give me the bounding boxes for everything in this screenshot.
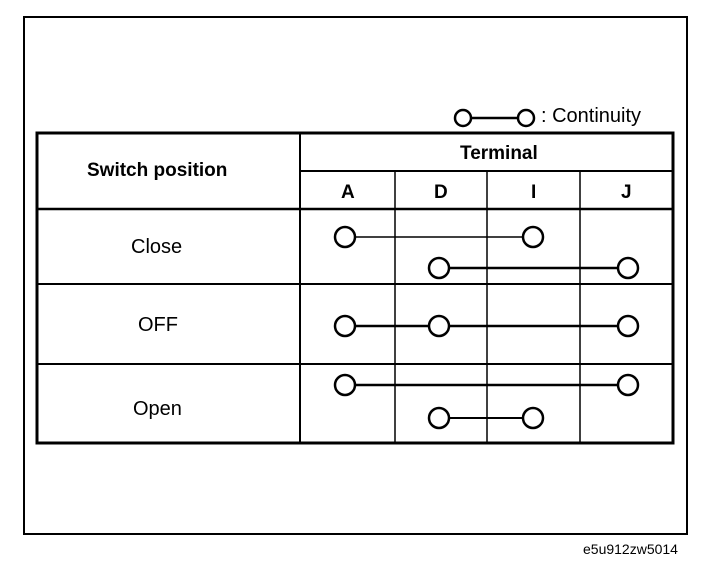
terminal-node-open-j — [616, 373, 640, 397]
figure-code-caption: e5u912zw5014 — [583, 541, 678, 557]
terminal-node-open-d — [427, 406, 451, 430]
diagram-frame — [23, 16, 688, 535]
terminal-node-open-a — [333, 373, 357, 397]
row-label-off: OFF — [138, 314, 178, 336]
terminal-node-off-j — [616, 314, 640, 338]
terminal-label-a: A — [341, 182, 355, 203]
col-header-terminal: Terminal — [460, 143, 538, 164]
table-grid — [35, 131, 675, 445]
terminal-node-off-a — [333, 314, 357, 338]
terminal-node-close-j — [616, 256, 640, 280]
legend-label: : Continuity — [541, 105, 642, 127]
continuity-connections — [333, 225, 640, 430]
terminal-node-close-d — [427, 256, 451, 280]
terminal-node-close-i — [521, 225, 545, 249]
terminal-node-close-a — [333, 225, 357, 249]
legend-continuity-symbol — [453, 108, 536, 128]
row-header-switch-position: Switch position — [87, 160, 228, 181]
terminal-label-d: D — [434, 182, 448, 203]
terminal-label-i: I — [531, 182, 537, 203]
terminal-label-j: J — [621, 182, 632, 203]
row-label-close: Close — [131, 236, 183, 258]
row-label-open: Open — [133, 398, 182, 420]
terminal-node-off-d — [427, 314, 451, 338]
terminal-node-open-i — [521, 406, 545, 430]
